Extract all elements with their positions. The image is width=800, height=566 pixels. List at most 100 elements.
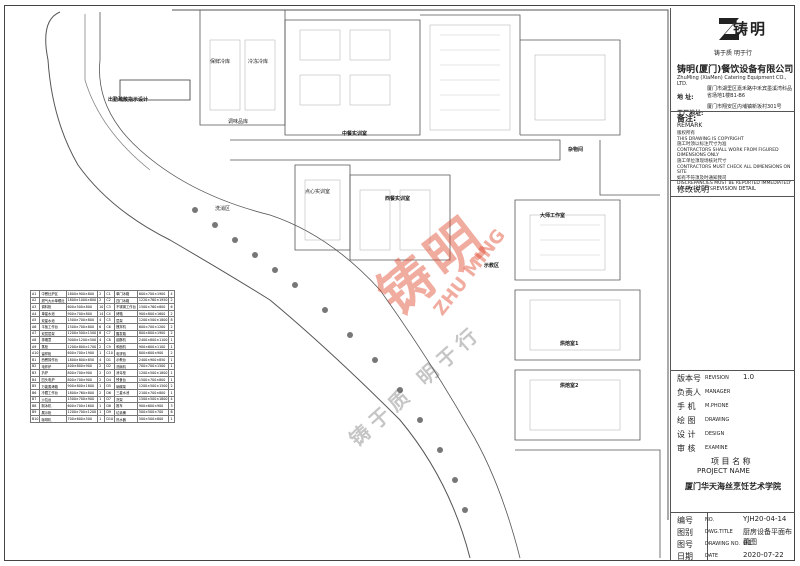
plan-label-baking1: 烘焙室1 [560,341,579,347]
field-label: 手 机 [677,402,696,411]
table-cell: 600×700×1900 [65,349,99,357]
table-cell: 1800×900×800 [65,290,99,298]
table-cell: 8 [168,316,175,324]
table-cell: B5 [29,382,41,390]
table-cell: D5 [104,382,116,390]
plan-label-chinese-class: 中餐实训室 [342,131,368,137]
plan-label-storage: 杂物间 [568,147,584,153]
field-label: 日期 [677,552,693,561]
field-date: 日期 DATE 2020-07-22 [677,550,793,564]
table-cell: 1800×800×850 [65,355,99,364]
table-cell: D9 [104,408,116,417]
table-cell: 800×700×900 [65,375,99,384]
table-cell: 900×700×800 [65,309,99,318]
table-cell: 600×700×1200 [136,322,170,331]
table-cell: C10 [104,349,116,357]
table-cell: 沙拉台 [39,395,67,404]
table-cell: B7 [29,395,41,404]
table-cell: D4 [104,375,116,384]
field-manager: 负责人 MANAGER [677,386,793,400]
table-cell: 1200×500×1500 [65,329,99,338]
table-cell: 1 [168,355,175,364]
table-cell: 600×500×800 [65,303,99,311]
table-cell: C7 [104,329,116,338]
table-cell: 万能蒸烤箱 [39,382,67,390]
field-label-en: REVISION [705,375,729,381]
table-cell: 600×700×1900 [136,290,170,298]
remark-line: 如有不符须及时通知我司 [677,175,727,181]
field-label-en: NO. [705,517,715,523]
table-cell: 10 [97,303,106,311]
table-cell: C2 [104,296,116,305]
table-cell: 2 [97,290,106,298]
table-cell: 8 [97,329,106,338]
table-cell: 双星水池 [39,316,67,324]
table-cell: 1 [168,336,175,344]
table-cell: 1 [97,395,106,404]
table-cell: 2 [97,342,106,351]
table-cell: B1 [29,355,41,364]
table-cell: A6 [29,322,41,331]
field-value: 厨房设备平面布置图 [743,528,792,546]
brand-name: 铸明 [733,20,768,38]
table-cell: 1 [168,362,175,371]
table-cell: B3 [29,369,41,377]
field-label-en: M.PHONE [705,403,729,409]
company-name-en: ZhuMing (XiaMen) Catering Equipment CO.,… [677,75,787,87]
table-cell: 货架 [114,395,138,404]
divider [671,370,795,371]
table-cell: 3 [168,402,175,410]
remark-line: CONTRACTORS MUST CHECK ALL DIMENSIONS ON… [677,164,791,176]
table-cell: 1 [97,415,106,423]
table-cell: 碗碟架 [114,382,138,390]
table-cell: C1 [104,290,116,298]
table-cell: 1 [97,402,106,410]
table-cell: C9 [104,342,116,351]
project-name: 厦门华天海丝烹饪艺术学院 [685,482,781,491]
brand-slogan: 铸于质 明于行 [714,50,752,57]
table-cell: 洗碗机 [114,362,138,371]
table-cell: 1800×1000×800 [65,296,99,305]
table-cell: 搅拌机 [114,322,138,331]
title-block: 铸明 铸于质 明于行 铸明(厦门)餐饮设备有限公司 ZhuMing (XiaMe… [670,8,795,561]
field-value: 1.0 [743,373,755,381]
field-drawing-title: 图别 DWG.TITLE 厨房设备平面布置图 [677,526,793,546]
field-label: 版本号 [677,374,701,383]
remark-line: CONTRACTORS SHALL WORK FROM FIGURED DIME… [677,147,779,159]
field-label-en: DWG.TITLE [705,529,733,535]
table-cell: 1 [97,408,106,417]
field-label: 负责人 [677,388,701,397]
field-label-en: DATE [705,553,719,559]
remark-line: DISCREPANCIES MUST BE REPORTED IMMEDIATE… [677,181,792,192]
table-cell: 800×600×900 [136,349,170,357]
field-design: 设 计 DESIGN [677,428,793,442]
field-drawing-no: 图号 DRAWING NO. 01 [677,538,793,552]
table-cell: 2 [97,296,106,305]
table-cell: 推车 [114,402,138,410]
table-cell: D1 [104,355,116,364]
remark-line: THIS DRAWING IS COPYRIGHT [677,136,744,142]
table-cell: 6 [168,408,175,417]
table-cell: 1800×760×800 [65,388,99,397]
address-label: 地 址: [677,94,694,101]
field-value: 01 [743,539,752,547]
table-cell: 1220×760×1950 [136,296,170,305]
plan-label-seasoning: 调味品库 [228,119,249,125]
table-cell: B2 [29,362,41,371]
table-cell: 1 [168,342,175,351]
table-cell: 14 [97,309,106,318]
table-cell: 三星水池 [114,388,138,397]
table-cell: A4 [29,309,41,318]
table-cell: 1200×500×1500 [136,382,170,390]
table-cell: C6 [104,322,116,331]
company-name: 铸明(厦门)餐饮设备有限公司 [677,65,794,75]
table-cell: 4 [168,290,175,298]
